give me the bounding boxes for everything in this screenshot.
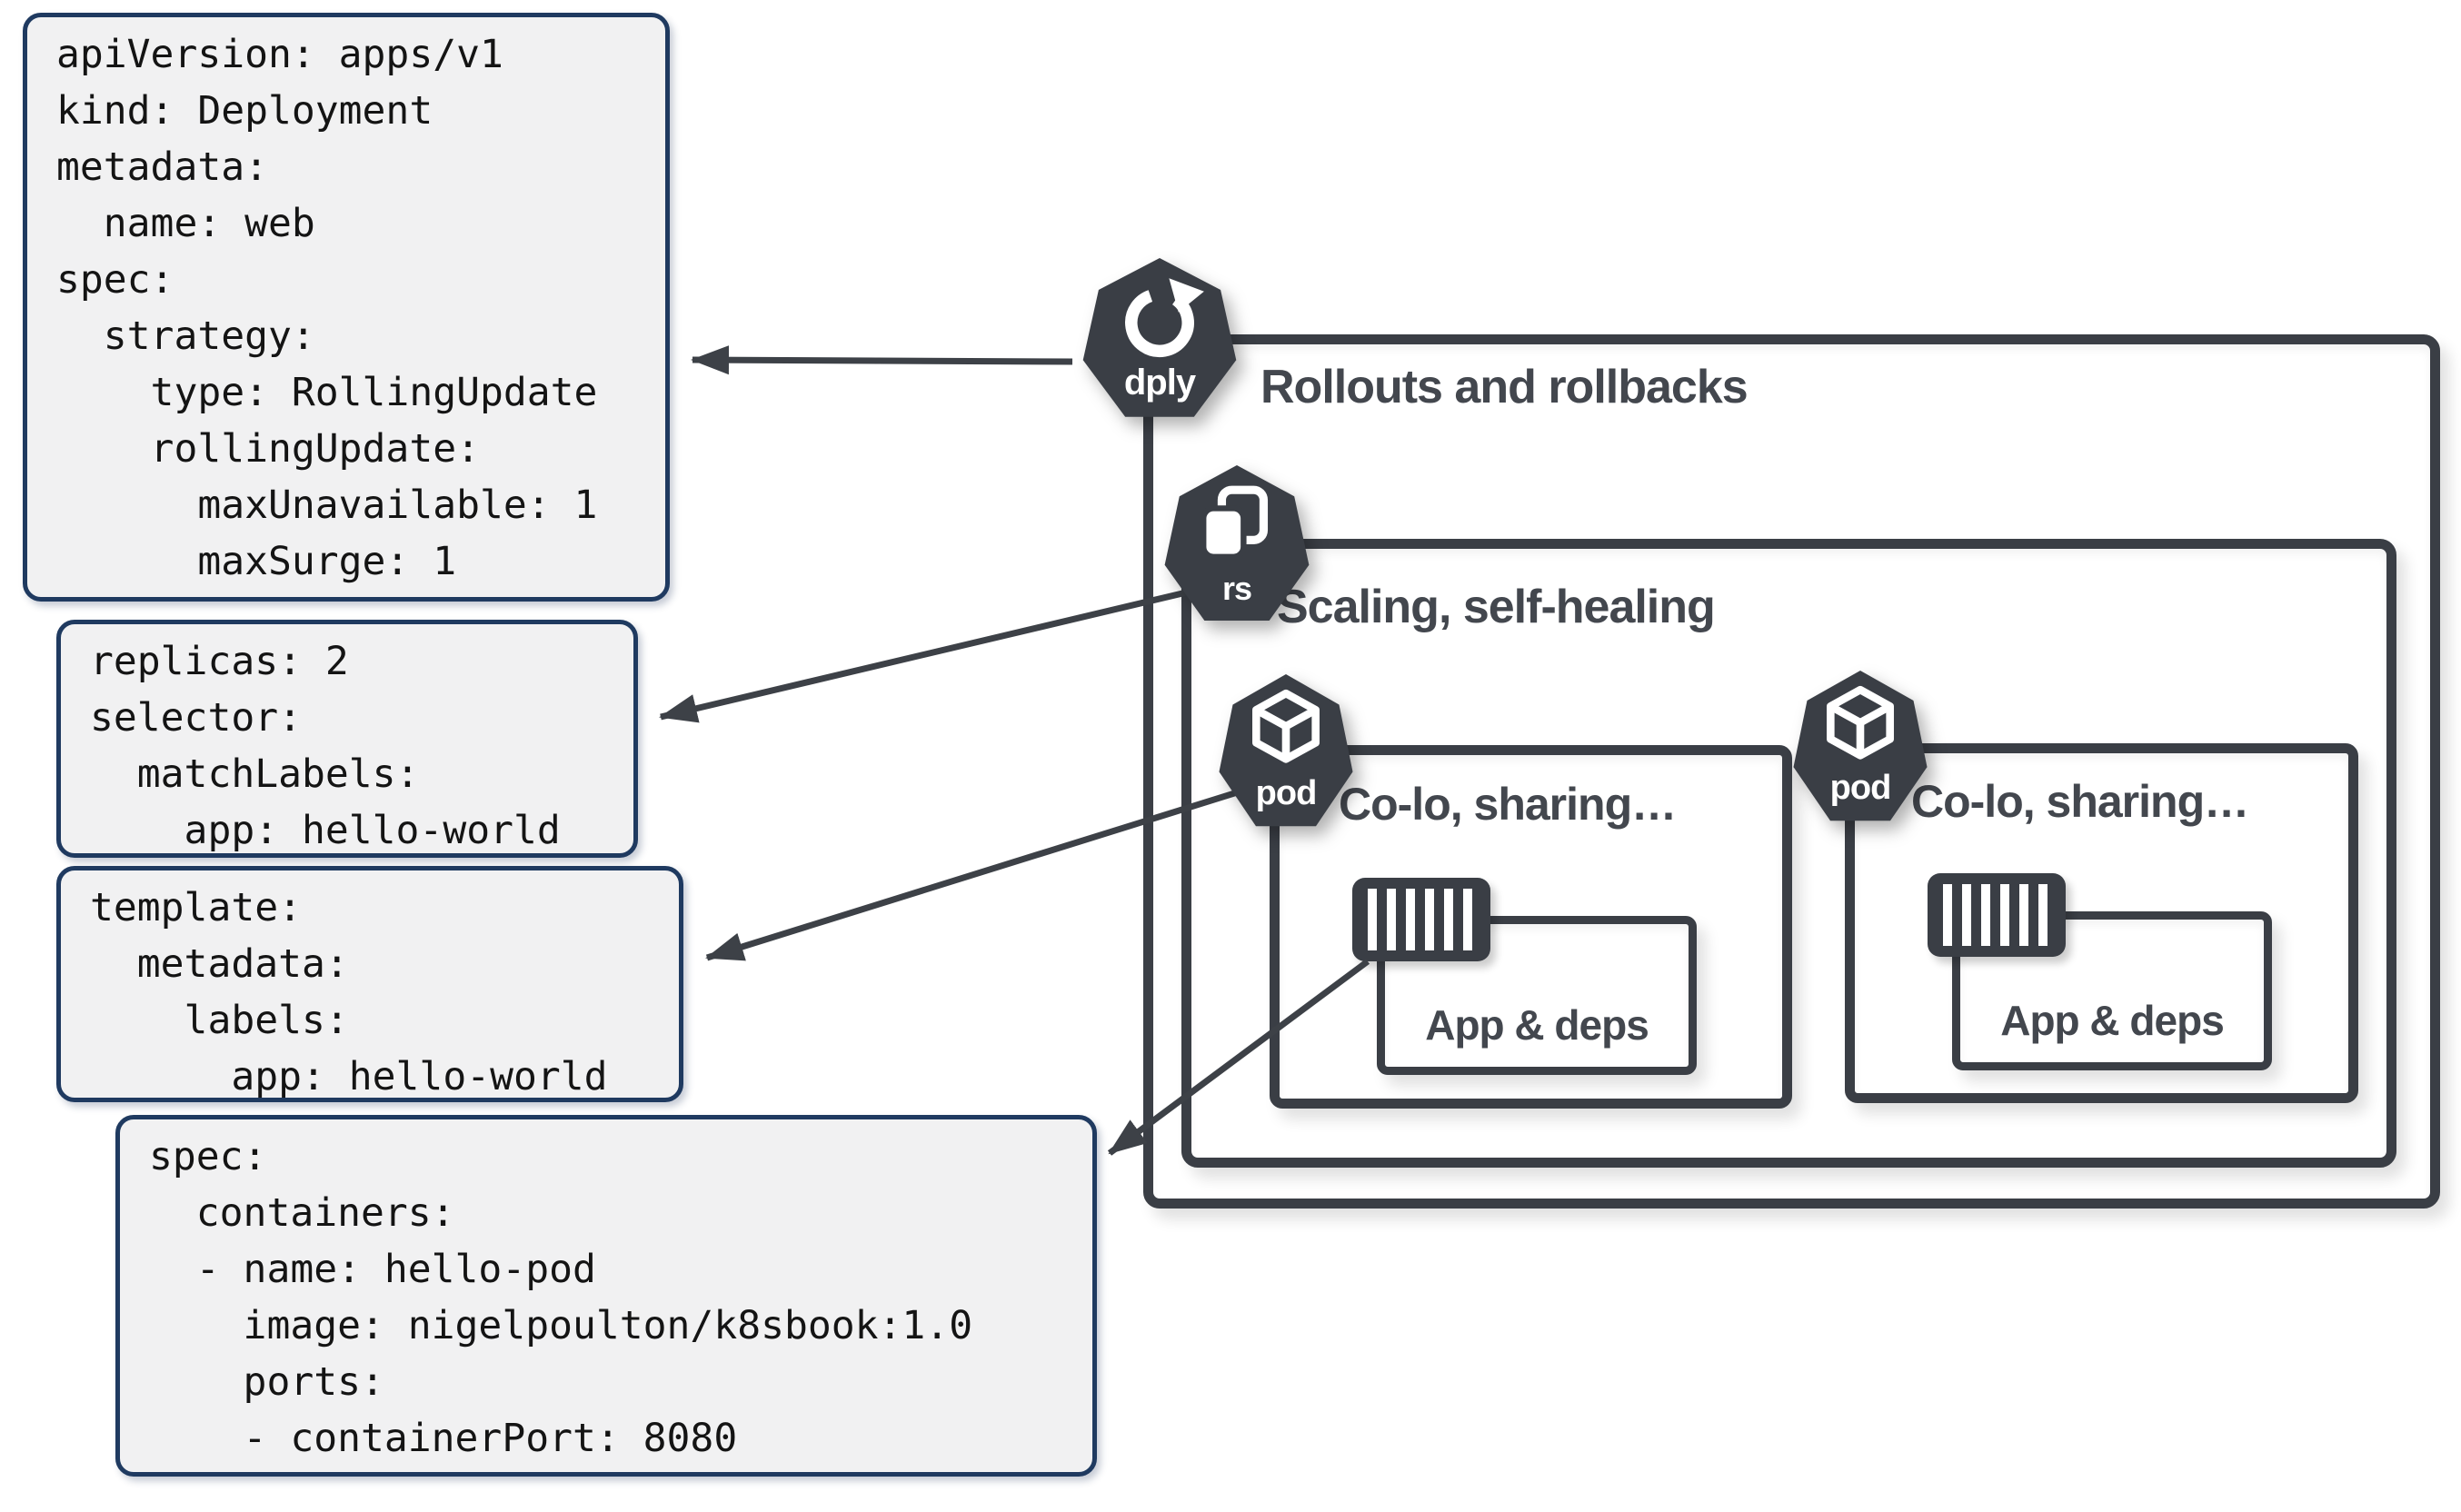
rollout-refresh-icon [1125, 278, 1204, 358]
yaml-pod-spec-code: spec: containers: - name: hello-pod imag… [149, 1134, 973, 1461]
yaml-block-deployment: apiVersion: apps/v1 kind: Deployment met… [23, 13, 670, 602]
replicaset-badge-text: rs [1221, 569, 1252, 607]
yaml-deployment-code: apiVersion: apps/v1 kind: Deployment met… [56, 32, 598, 584]
yaml-block-replicas: replicas: 2 selector: matchLabels: app: … [56, 620, 638, 858]
deployment-badge-text: dply [1123, 363, 1196, 403]
replicas-copy-icon [1200, 485, 1269, 561]
container-slats-icon [1368, 889, 1475, 950]
yaml-block-pod-spec: spec: containers: - name: hello-pod imag… [115, 1115, 1097, 1477]
app-deps-label-1: App & deps [1425, 1001, 1649, 1049]
pod-heptagon-1: pod [1218, 674, 1354, 834]
arrow-deployment-to-yaml [691, 345, 1073, 375]
yaml-template-code: template: metadata: labels: app: hello-w… [90, 885, 608, 1099]
heptagon-shape: pod [1793, 671, 1928, 821]
heptagon-shape: rs [1164, 465, 1310, 621]
replicaset-heptagon: rs [1163, 465, 1310, 629]
pod-cube-icon [1827, 685, 1894, 760]
container-icon-1 [1352, 878, 1490, 961]
deployment-box-label: Rollouts and rollbacks [1260, 361, 1749, 413]
container-icon-2 [1928, 873, 2066, 957]
yaml-replicas-code: replicas: 2 selector: matchLabels: app: … [90, 639, 561, 853]
pod-heptagon-2: pod [1792, 671, 1928, 829]
pod-cube-icon [1252, 689, 1320, 763]
yaml-block-template: template: metadata: labels: app: hello-w… [56, 866, 683, 1102]
app-deps-label-2: App & deps [2000, 997, 2225, 1044]
pod-box-label-2: Co-lo, sharing… [1911, 776, 2249, 827]
pod-box-label-1: Co-lo, sharing… [1339, 779, 1677, 830]
deployment-heptagon: dply [1081, 258, 1238, 425]
pod-badge-text: pod [1829, 769, 1892, 808]
heptagon-shape: dply [1082, 258, 1237, 417]
pod-badge-text: pod [1255, 774, 1318, 813]
container-slats-icon [1943, 884, 2050, 946]
arrow-replicaset-to-yaml [659, 582, 1214, 723]
heptagon-shape: pod [1219, 674, 1353, 827]
replicaset-box-label: Scaling, self-healing [1277, 581, 1716, 633]
